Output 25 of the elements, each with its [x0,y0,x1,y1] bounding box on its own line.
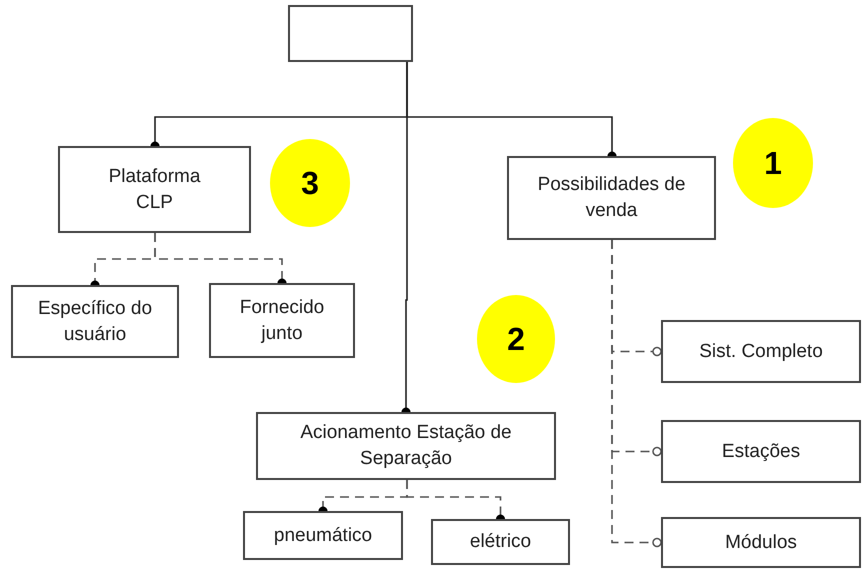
org-box [507,156,716,240]
box-label: Acionamento Estação de Separação [299,421,513,471]
box-label: Sist. Completo [699,340,823,364]
box-label: Módulos [725,530,797,555]
org-box [58,146,251,233]
box-label: Fornecido junto [238,296,326,346]
org-box [661,420,861,483]
org-box [661,517,861,568]
box-label: Estações [722,440,800,464]
org-box [431,519,570,565]
box-label: Plataforma CLP [108,164,202,214]
box-label: elétrico [470,530,532,554]
org-box [288,5,413,62]
callout-number: 1 [764,147,782,179]
org-box [256,412,556,480]
callout-number: 2 [507,323,525,355]
org-box [209,283,355,358]
box-label: Possibilidades de venda [536,173,686,223]
org-box [243,511,403,560]
org-box [661,320,861,383]
connector-line [611,240,662,548]
box-label: Específico do usuário [36,296,154,346]
box-label: pneumático [274,524,372,548]
org-box [11,285,179,358]
callout-number: 3 [301,167,319,199]
